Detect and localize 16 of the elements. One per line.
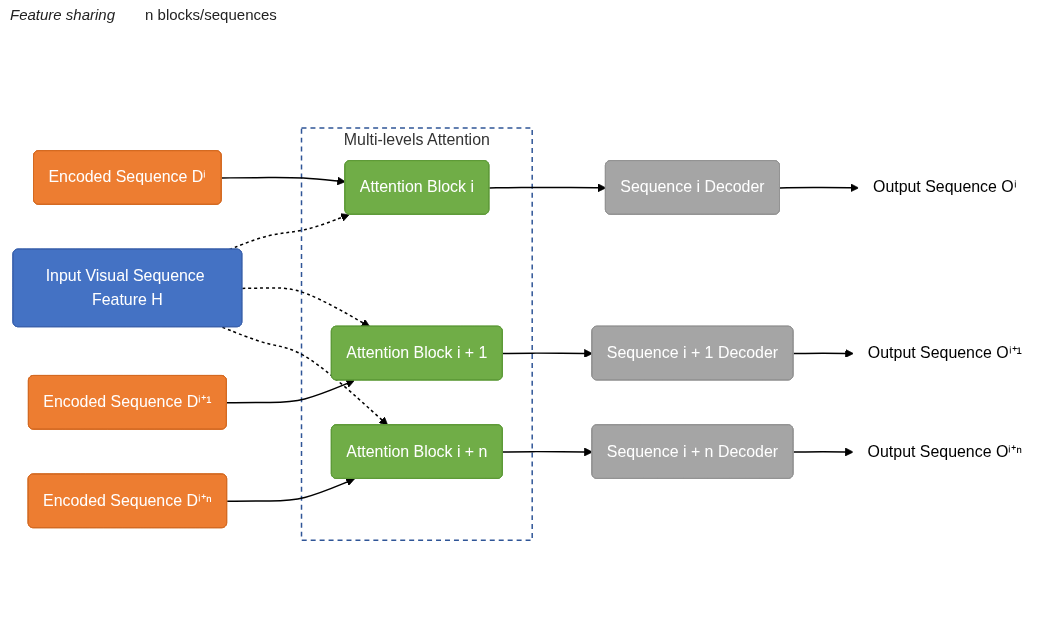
node-text: Output Sequence Oⁱ⁺ⁿ bbox=[867, 442, 1023, 460]
node-text: Output Sequence Oⁱ bbox=[873, 178, 1017, 196]
arrow bbox=[779, 183, 859, 192]
arrow bbox=[488, 183, 607, 192]
bracket-label: n blocks/sequences bbox=[145, 6, 277, 23]
arrow bbox=[502, 348, 593, 358]
arrow bbox=[221, 176, 346, 186]
arrow bbox=[221, 326, 389, 426]
arrow bbox=[241, 287, 371, 327]
arrow bbox=[792, 348, 854, 358]
arrow bbox=[226, 477, 355, 502]
line-label: Feature sharing bbox=[10, 6, 116, 23]
arrow bbox=[792, 447, 854, 457]
node-text: Output Sequence Oⁱ⁺¹ bbox=[867, 343, 1022, 361]
arrow bbox=[226, 379, 355, 404]
arrow bbox=[502, 447, 593, 457]
